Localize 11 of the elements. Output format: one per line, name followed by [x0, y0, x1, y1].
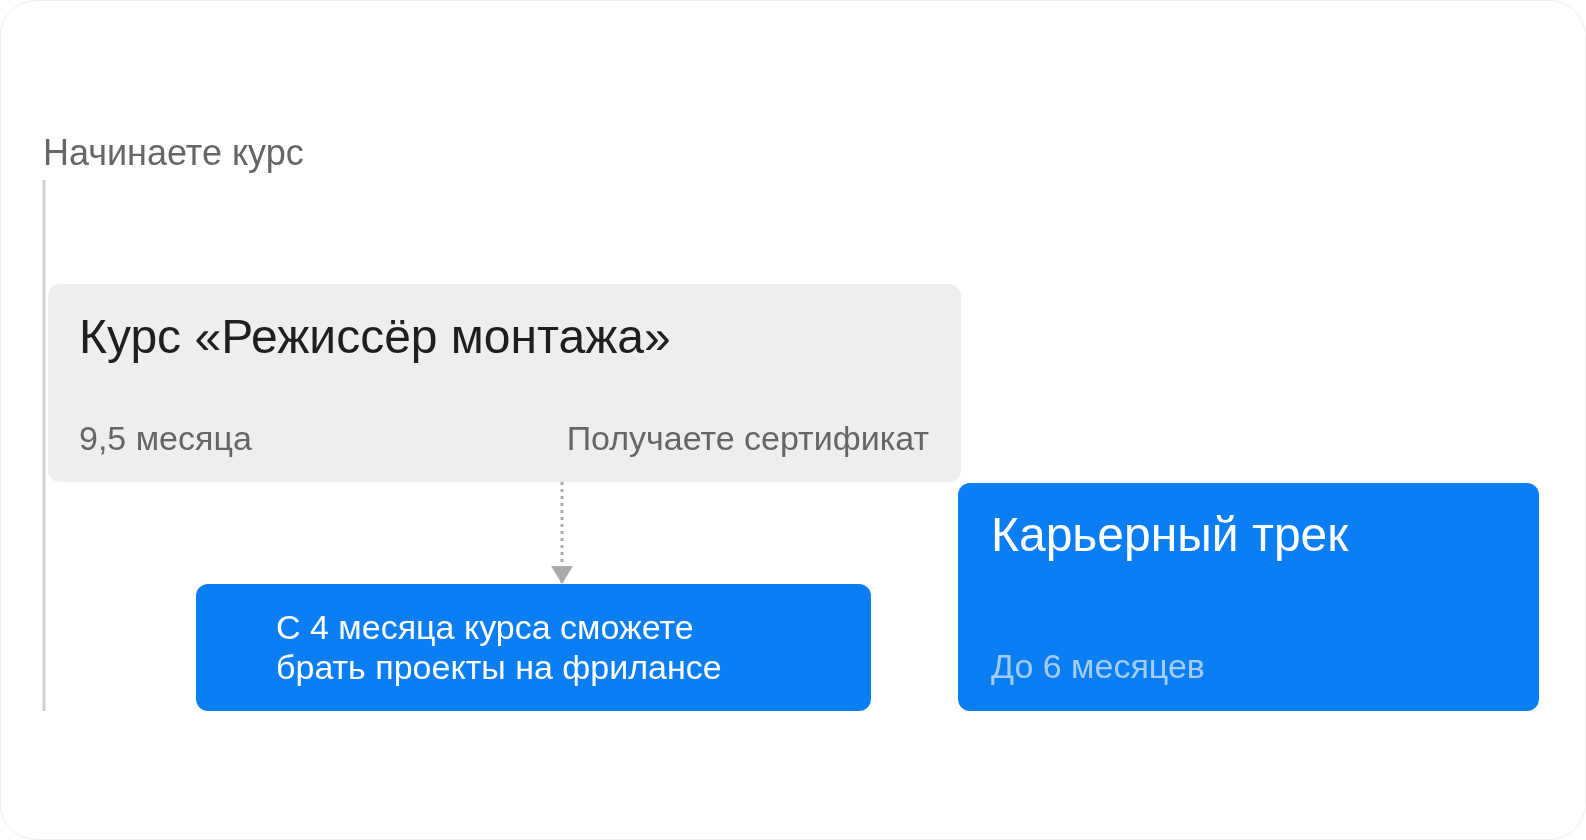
heading-text: Карьерный трек	[991, 507, 1349, 563]
dashed-arrow	[551, 482, 573, 584]
course-panel	[48, 284, 961, 482]
milestone-text: Получаете сертификат	[566, 418, 929, 459]
freelance-card	[196, 584, 871, 711]
career-track-card	[958, 483, 1539, 711]
heading-text: Курс «Режиссёр монтажа»	[79, 309, 671, 365]
duration-text: До 6 месяцев	[991, 646, 1205, 687]
card-text: С 4 месяца курса сможете брать проекты на фрилансе	[276, 607, 723, 687]
start-label: Начинаете курс	[43, 131, 304, 175]
duration-text: 9,5 месяца	[79, 418, 252, 459]
